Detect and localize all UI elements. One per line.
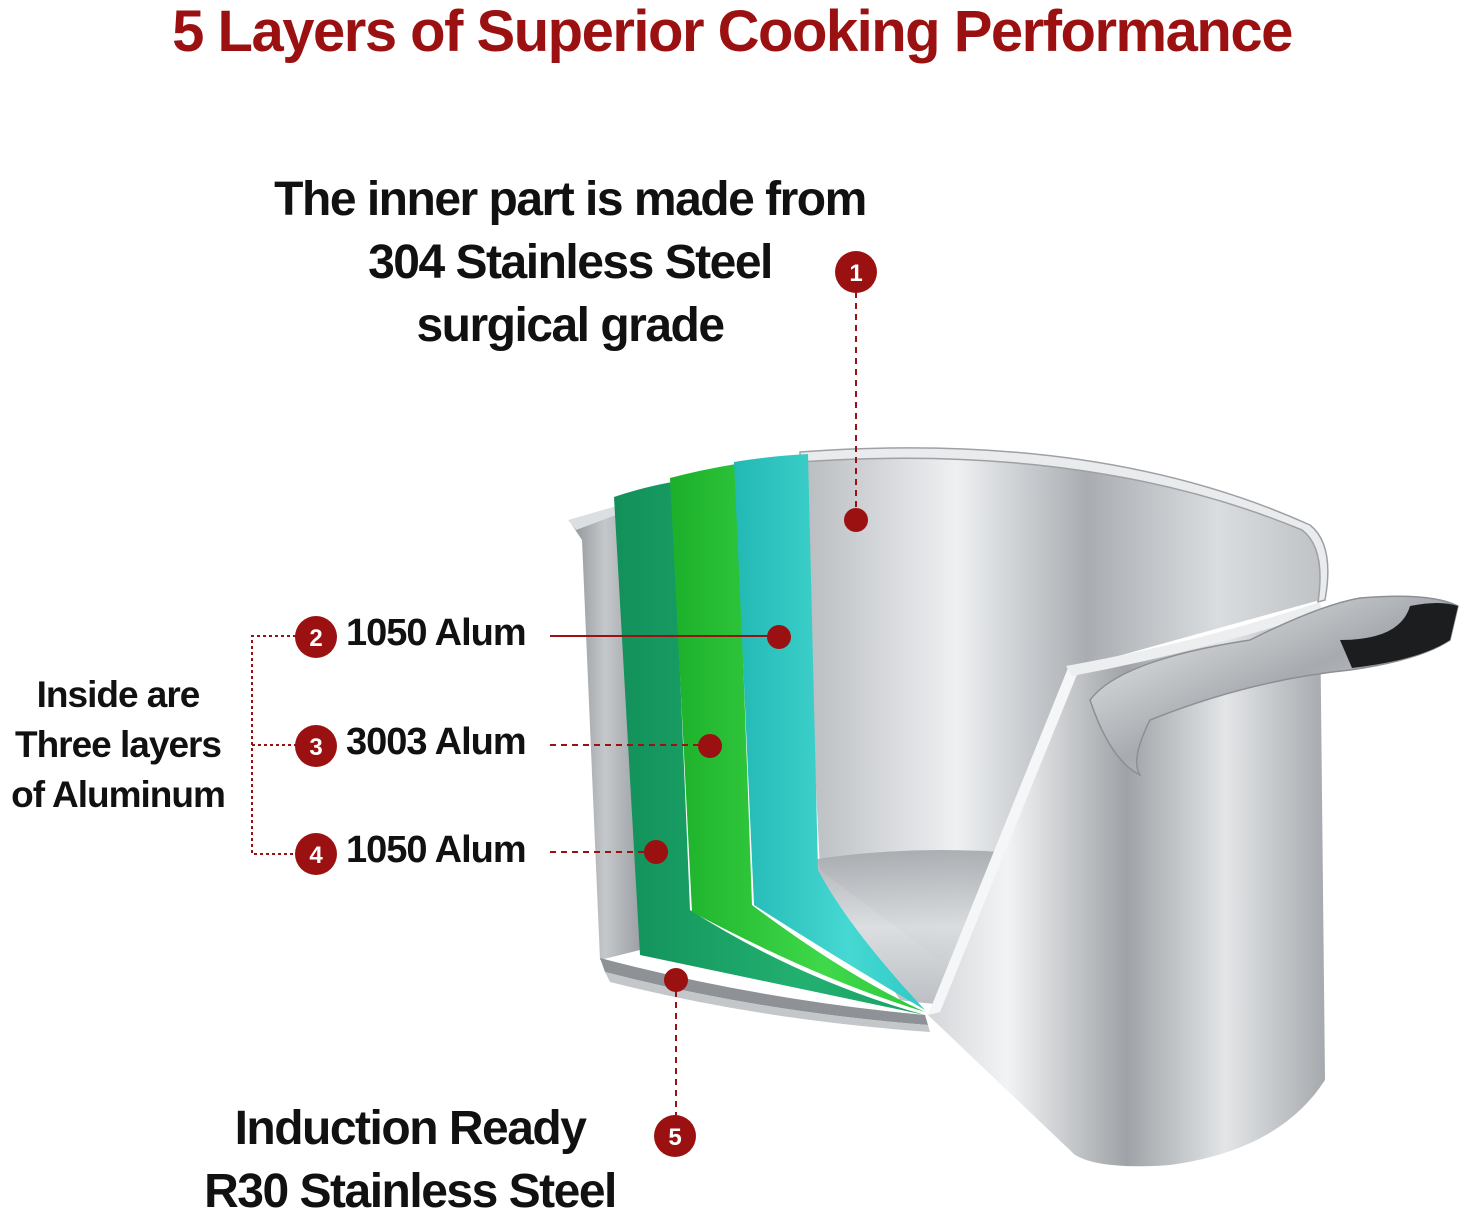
inner-caption-line-1: The inner part is made from bbox=[274, 173, 867, 226]
badge-3: 3 bbox=[295, 725, 337, 767]
pot-front-wall bbox=[928, 605, 1325, 1167]
badge-2-number: 2 bbox=[309, 625, 322, 652]
inner-caption-line-2: 304 Stainless Steel bbox=[368, 236, 773, 289]
layer-green bbox=[670, 464, 925, 1012]
layer-3-label: 3003 Alum bbox=[346, 721, 527, 763]
aluminum-caption-line-3: of Aluminum bbox=[11, 774, 226, 815]
pot-base bbox=[600, 958, 928, 1025]
page-title: 5 Layers of Superior Cooking Performance bbox=[172, 0, 1293, 64]
pot-rim bbox=[799, 447, 1329, 604]
badge-4: 4 bbox=[295, 833, 337, 875]
outer-caption-line-1: Induction Ready bbox=[234, 1102, 587, 1155]
layer-dark-green bbox=[614, 482, 925, 1015]
badge-1-number: 1 bbox=[849, 260, 862, 287]
badge-4-number: 4 bbox=[309, 842, 323, 869]
layer-4-label: 1050 Alum bbox=[346, 829, 527, 871]
marker-dots bbox=[644, 508, 868, 992]
outer-caption-line-2: R30 Stainless Steel bbox=[204, 1165, 617, 1218]
layer-teal bbox=[734, 454, 925, 1010]
badge-5-number: 5 bbox=[668, 1124, 681, 1151]
outer-layer-caption: Induction Ready R30 Stainless Steel bbox=[150, 1097, 670, 1223]
aluminum-group-caption: Inside are Three layers of Aluminum bbox=[0, 670, 236, 820]
badge-3-number: 3 bbox=[309, 734, 322, 761]
aluminum-caption-line-2: Three layers bbox=[14, 724, 222, 765]
badge-5: 5 bbox=[654, 1115, 696, 1157]
callout-lines bbox=[251, 292, 857, 1118]
aluminum-caption-line-1: Inside are bbox=[36, 674, 201, 715]
badge-1: 1 bbox=[835, 251, 877, 293]
badge-2: 2 bbox=[295, 616, 337, 658]
layer-2-label: 1050 Alum bbox=[346, 612, 527, 654]
inner-layer-caption: The inner part is made from 304 Stainles… bbox=[240, 168, 900, 357]
inner-caption-line-3: surgical grade bbox=[416, 299, 725, 352]
